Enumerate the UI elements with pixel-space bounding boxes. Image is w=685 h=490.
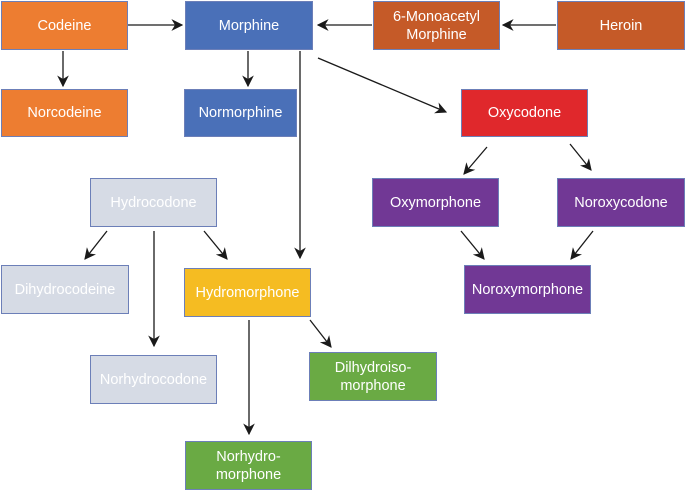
node-norhydromorphone: Norhydro- morphone	[185, 441, 312, 490]
node-heroin: Heroin	[557, 1, 685, 50]
node-dihydroisomorphone: Dilhydroiso- morphone	[309, 352, 437, 401]
node-normorphine: Normorphine	[184, 89, 297, 137]
edge-hydromorphone-dihydroisomorphone	[309, 319, 332, 348]
edge-oxymorphone-noroxymorphone	[460, 230, 485, 260]
node-dihydrocodeine: Dihydrocodeine	[1, 265, 129, 314]
node-oxymorphone: Oxymorphone	[372, 178, 499, 227]
edge-noroxycodone-noroxymorphone	[570, 230, 594, 260]
node-codeine: Codeine	[1, 1, 128, 50]
node-noroxymorphone: Noroxymorphone	[464, 265, 591, 314]
edge-oxycodone-oxymorphone	[463, 146, 488, 175]
edge-hydrocodone-hydromorphone	[203, 230, 228, 260]
node-oxycodone: Oxycodone	[461, 89, 588, 137]
edge-oxycodone-noroxycodone	[569, 143, 592, 171]
node-noroxycodone: Noroxycodone	[557, 178, 685, 227]
node-6-monoacetyl-morphine: 6-Monoacetyl Morphine	[373, 1, 500, 50]
node-morphine: Morphine	[185, 1, 313, 50]
edge-hydrocodone-dihydrocodeine	[84, 230, 108, 260]
node-norcodeine: Norcodeine	[1, 89, 128, 137]
node-hydromorphone: Hydromorphone	[184, 268, 311, 317]
node-norhydrocodone: Norhydrocodone	[90, 355, 217, 404]
node-hydrocodone: Hydrocodone	[90, 178, 217, 227]
edge-morphine-oxycodone	[317, 57, 448, 114]
